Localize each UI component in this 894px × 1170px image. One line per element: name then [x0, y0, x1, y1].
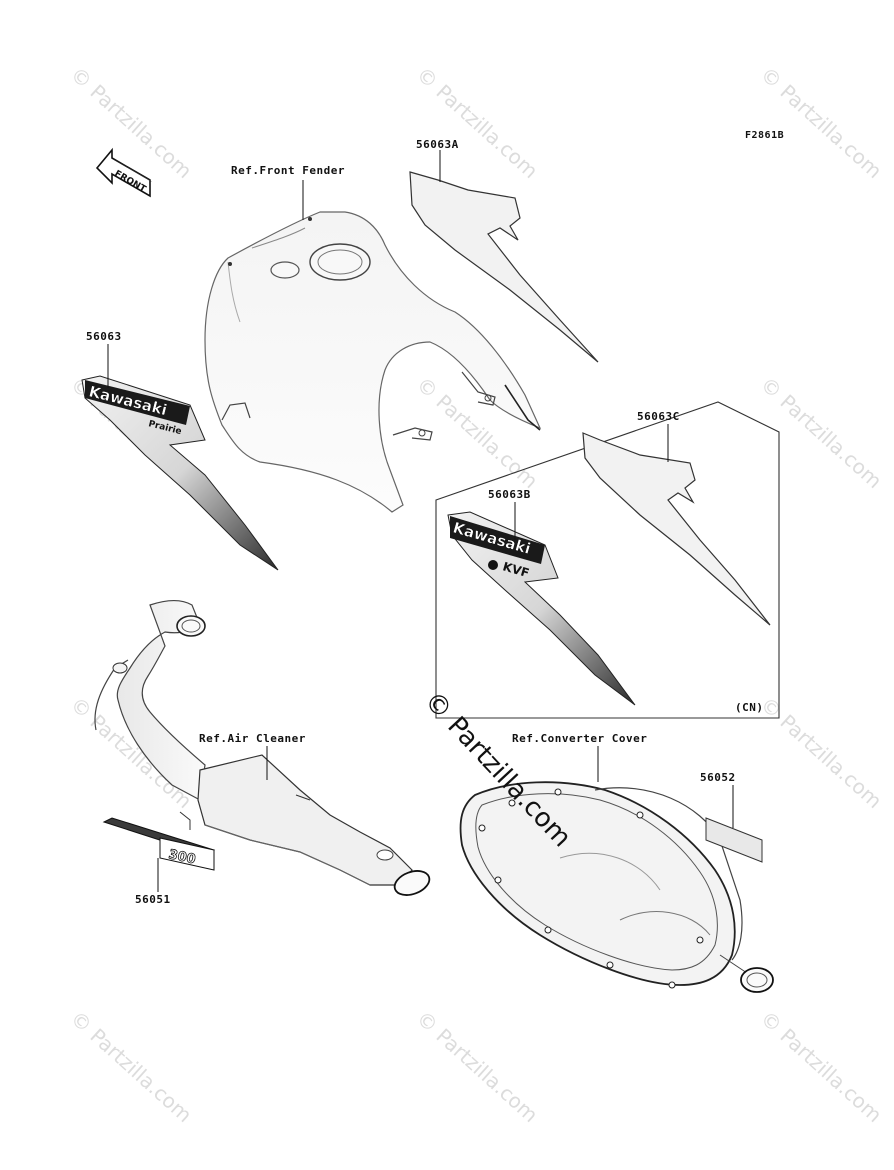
leader-lines [107, 150, 734, 892]
label-cn: (CN) [735, 701, 764, 714]
air-intake-duct [94, 599, 206, 801]
decal-engine-badge-text: 300 [167, 847, 197, 867]
label-56052 [705, 817, 763, 863]
decal-56063b: Kawasaki KVF [447, 511, 636, 706]
label-56051: 56051 [135, 893, 171, 906]
figure-code: F2861B [745, 130, 785, 141]
label-56063b: 56063B [488, 488, 531, 501]
decal-56051: 300 [102, 817, 216, 871]
decal-56063c [582, 432, 771, 626]
label-56063a: 56063A [416, 138, 459, 151]
label-ref-air-cleaner: Ref.Air Cleaner [199, 732, 306, 745]
converter-cover [459, 781, 774, 993]
cn-region-box [435, 401, 780, 719]
decal-56063a [409, 171, 599, 363]
air-cleaner-housing [179, 754, 431, 896]
front-arrow-icon: FRONT [95, 147, 152, 198]
label-ref-converter-cover: Ref.Converter Cover [512, 732, 648, 745]
label-ref-front-fender: Ref.Front Fender [231, 164, 345, 177]
label-56063c: 56063C [637, 410, 680, 423]
front-fender [204, 211, 542, 513]
label-56052: 56052 [700, 771, 736, 784]
label-56063: 56063 [86, 330, 122, 343]
